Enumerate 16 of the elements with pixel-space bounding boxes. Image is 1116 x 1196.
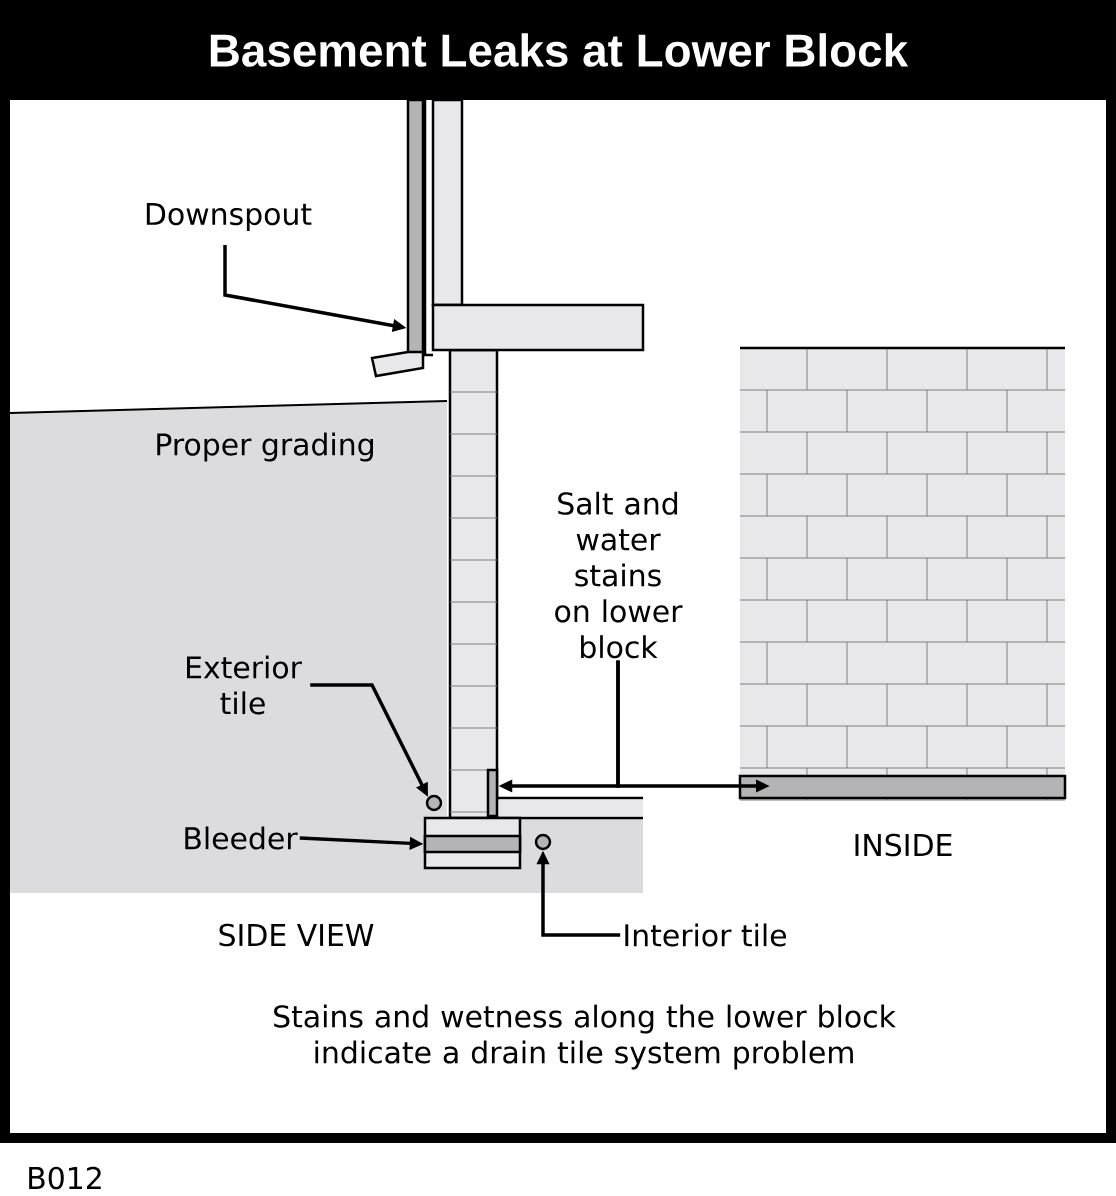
label: B012	[29, 1166, 101, 1190]
label: INSIDE	[855, 833, 952, 857]
stain-band	[738, 774, 1067, 800]
callout-text: Interior tile	[625, 923, 786, 947]
interior-tile	[534, 833, 552, 851]
callout-text: Downspout	[146, 203, 312, 231]
wall-stain	[486, 768, 499, 818]
caption: Stains and wetness along the lower block indicate a drain tile system problem	[274, 1004, 896, 1070]
callout-text: Salt and water stains on lower block	[555, 491, 683, 659]
exterior-tile	[425, 794, 443, 812]
title: Basement Leaks at Lower Block	[210, 33, 909, 67]
label: SIDE VIEW	[219, 923, 374, 947]
bleeder-band	[423, 834, 522, 854]
callout-text: Exterior tile	[187, 655, 302, 715]
label: Proper grading	[157, 432, 373, 462]
callout-text: Bleeder	[185, 826, 298, 850]
